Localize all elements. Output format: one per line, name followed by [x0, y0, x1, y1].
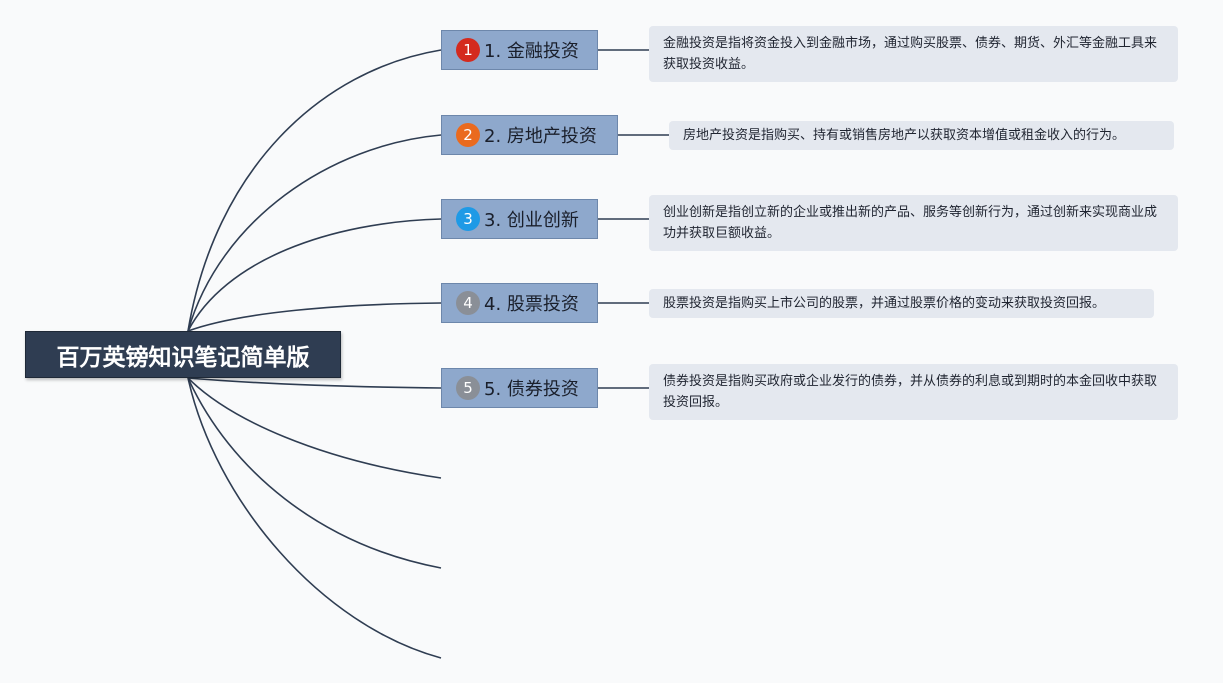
branch-label: 2. 房地产投资	[484, 126, 597, 147]
branch-label: 5. 债券投资	[484, 379, 579, 400]
note-entrepreneurship: 创业创新是指创立新的企业或推出新的产品、服务等创新行为，通过创新来实现商业成功并…	[649, 195, 1178, 251]
note-bond-investment: 债券投资是指购买政府或企业发行的债券，并从债券的利息或到期时的本金回收中获取投资…	[649, 364, 1178, 420]
priority-4-icon: 4	[456, 291, 480, 315]
priority-2-icon: 2	[456, 123, 480, 147]
connector-branch-3	[187, 218, 442, 332]
branch-bond-investment[interactable]: 5 5. 债券投资	[441, 368, 598, 408]
branch-stock-investment[interactable]: 4 4. 股票投资	[441, 283, 598, 323]
connector-branch-2	[187, 134, 442, 332]
connector-empty-3	[187, 377, 442, 659]
connector-branch-4	[187, 302, 442, 332]
root-topic-label: 百万英镑知识笔记简单版	[56, 344, 310, 371]
priority-3-icon: 3	[456, 207, 480, 231]
priority-5-icon: 5	[456, 376, 480, 400]
note-text: 创业创新是指创立新的企业或推出新的产品、服务等创新行为，通过创新来实现商业成功并…	[663, 205, 1158, 241]
note-stock-investment: 股票投资是指购买上市公司的股票，并通过股票价格的变动来获取投资回报。	[649, 289, 1154, 318]
note-text: 债券投资是指购买政府或企业发行的债券，并从债券的利息或到期时的本金回收中获取投资…	[663, 374, 1158, 410]
branch-label: 1. 金融投资	[484, 41, 579, 62]
connector-empty-1	[187, 377, 442, 479]
note-financial-investment: 金融投资是指将资金投入到金融市场，通过购买股票、债券、期货、外汇等金融工具来获取…	[649, 26, 1178, 82]
branch-label: 3. 创业创新	[484, 210, 579, 231]
connector-empty-2	[187, 377, 442, 569]
priority-1-icon: 1	[456, 38, 480, 62]
branch-entrepreneurship[interactable]: 3 3. 创业创新	[441, 199, 598, 239]
note-real-estate-investment: 房地产投资是指购买、持有或销售房地产以获取资本增值或租金收入的行为。	[669, 121, 1174, 150]
connector-branch-5	[187, 377, 442, 389]
connector-branch-1	[187, 49, 442, 332]
note-text: 股票投资是指购买上市公司的股票，并通过股票价格的变动来获取投资回报。	[663, 296, 1106, 311]
note-text: 金融投资是指将资金投入到金融市场，通过购买股票、债券、期货、外汇等金融工具来获取…	[663, 36, 1158, 72]
note-text: 房地产投资是指购买、持有或销售房地产以获取资本增值或租金收入的行为。	[683, 128, 1126, 143]
root-topic[interactable]: 百万英镑知识笔记简单版	[25, 331, 341, 378]
branch-label: 4. 股票投资	[484, 294, 579, 315]
branch-financial-investment[interactable]: 1 1. 金融投资	[441, 30, 598, 70]
branch-real-estate-investment[interactable]: 2 2. 房地产投资	[441, 115, 618, 155]
